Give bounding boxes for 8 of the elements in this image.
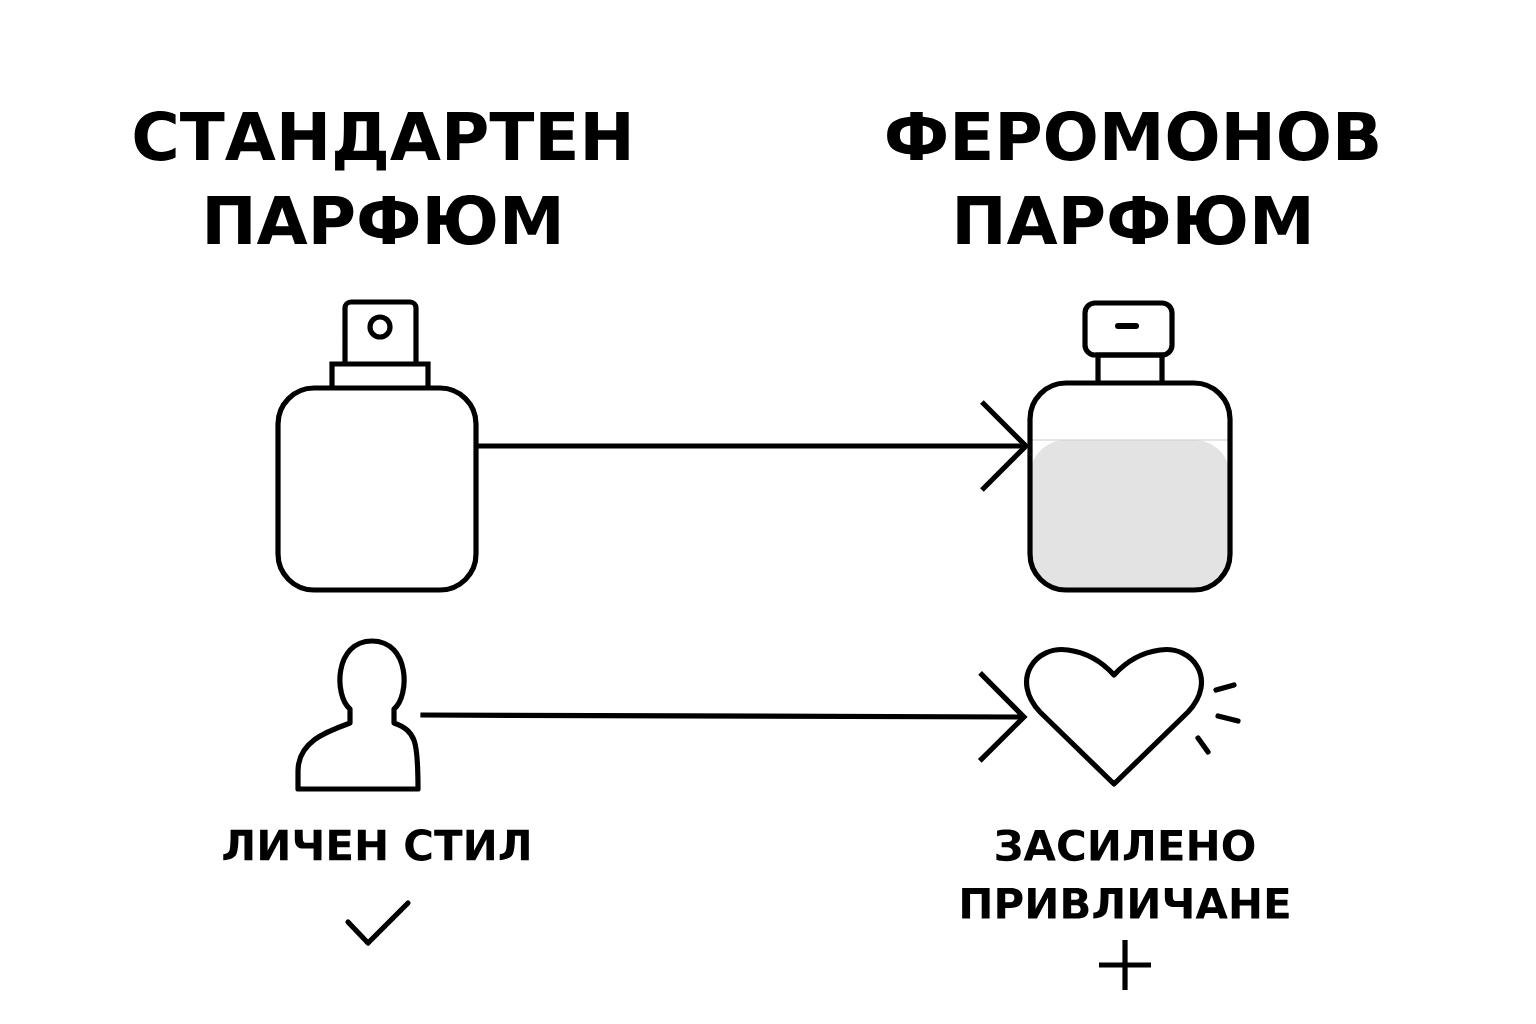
heart-icon [1024,646,1241,787]
bottle-drawing [1027,300,1233,593]
heading: ФЕРОМОНОВ ПАРФЮМ [887,111,1378,245]
spray-bottle-drawing [275,299,479,593]
person-icon [295,638,421,792]
node-label: ЛИЧЕН СТИЛ [223,829,529,861]
arrow [476,400,1030,492]
node-label: ЗАСИЛЕНО ПРИВЛИЧАНЕ [962,829,1289,919]
